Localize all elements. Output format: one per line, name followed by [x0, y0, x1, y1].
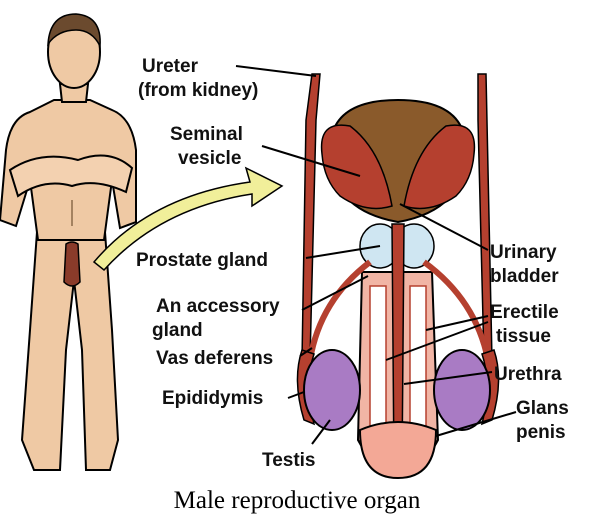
label-urethra: Urethra	[494, 364, 562, 385]
anatomy-illustration	[297, 74, 498, 478]
label-erectile-2: tissue	[496, 326, 551, 347]
label-urinary-1: Urinary	[490, 242, 557, 263]
label-seminal-2: vesicle	[178, 148, 241, 169]
label-prostate: Prostate gland	[136, 250, 268, 271]
label-vas-deferens: Vas deferens	[156, 348, 273, 369]
label-ureter-1: Ureter	[142, 56, 199, 77]
testis-right	[434, 350, 490, 430]
leader-ureter	[236, 66, 316, 76]
glans	[360, 422, 436, 478]
erectile-column-right	[410, 286, 426, 436]
label-glans-2: penis	[516, 422, 566, 443]
label-urinary-2: bladder	[490, 266, 559, 287]
label-testis: Testis	[262, 450, 316, 471]
erectile-column-left	[370, 286, 386, 436]
figure-caption: Male reproductive organ	[174, 487, 421, 514]
label-accessory-1: An accessory	[156, 296, 280, 317]
figure-genitals	[64, 242, 80, 286]
ureter-left	[302, 74, 320, 360]
label-ureter-2: (from kidney)	[138, 80, 258, 101]
label-epididymis: Epididymis	[162, 388, 263, 409]
label-glans-1: Glans	[516, 398, 569, 419]
label-seminal-1: Seminal	[170, 124, 243, 145]
label-accessory-2: gland	[152, 320, 203, 341]
label-erectile-1: Erectile	[490, 302, 559, 323]
testis-left	[304, 350, 360, 430]
